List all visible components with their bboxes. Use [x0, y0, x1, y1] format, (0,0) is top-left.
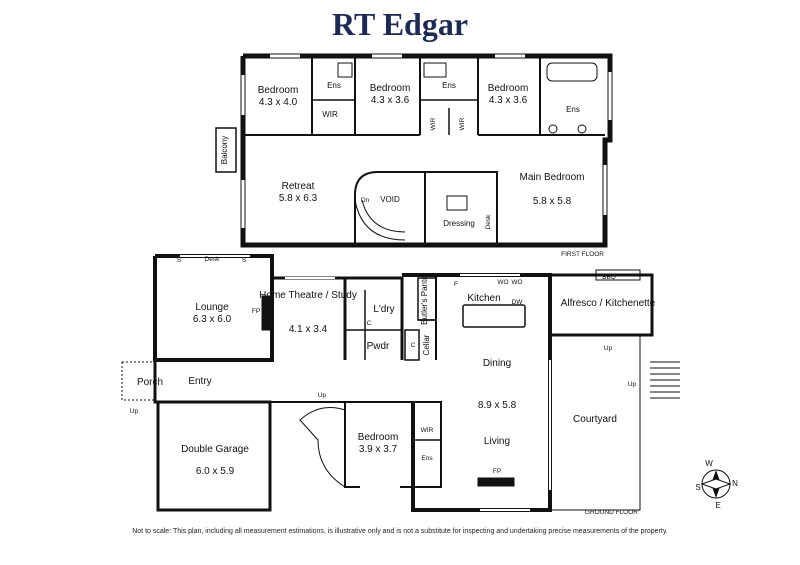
- compass-e: E: [715, 501, 720, 510]
- compass-n: N: [732, 479, 738, 488]
- label-wir-1: WIR: [322, 110, 338, 119]
- compass-s: S: [695, 483, 700, 492]
- room-ground-bedroom-size: 3.9 x 3.7: [359, 444, 398, 455]
- label-wir-2: WIR: [430, 117, 437, 130]
- label-alfresco: Alfresco / Kitchenette: [561, 298, 656, 309]
- room-theatre-name: Home Theatre / Study: [259, 290, 357, 301]
- room-lounge-size: 6.3 x 6.0: [193, 314, 232, 325]
- label-up-2: Up: [628, 381, 637, 388]
- label-s-2: S: [242, 257, 247, 264]
- ground-floor-labels: Lounge 6.3 x 6.0 Home Theatre / Study 4.…: [130, 256, 656, 516]
- label-ground-floor: GROUND FLOOR: [585, 509, 638, 516]
- label-porch: Porch: [137, 377, 163, 388]
- room-bedroom-2-name: Bedroom: [370, 83, 411, 94]
- room-lounge-name: Lounge: [195, 302, 229, 313]
- room-theatre-size: 4.1 x 3.4: [289, 324, 328, 335]
- label-void: VOID: [380, 195, 400, 204]
- label-wir-3: WIR: [459, 117, 466, 130]
- room-ground-bedroom-name: Bedroom: [358, 432, 399, 443]
- first-floor-labels: Bedroom 4.3 x 4.0 Bedroom 4.3 x 3.6 Bedr…: [220, 81, 604, 258]
- room-bedroom-1-name: Bedroom: [258, 85, 299, 96]
- room-garage-name: Double Garage: [181, 444, 249, 455]
- label-living: Living: [484, 436, 510, 447]
- label-s-1: S: [177, 257, 182, 264]
- label-entry: Entry: [188, 376, 211, 387]
- label-ens-2: Ens: [442, 81, 456, 90]
- disclaimer-text: Not to scale: This plan, including all m…: [132, 528, 668, 535]
- label-courtyard: Courtyard: [573, 414, 617, 425]
- label-wo-1: WO: [497, 279, 508, 286]
- label-fp-2: FP: [493, 468, 501, 475]
- label-ens-1: Ens: [327, 81, 341, 90]
- room-garage-size: 6.0 x 5.9: [196, 466, 235, 477]
- label-first-floor: FIRST FLOOR: [561, 251, 604, 258]
- label-bbq: BBQ: [602, 274, 616, 281]
- room-main-bedroom-name: Main Bedroom: [519, 172, 584, 183]
- room-main-bedroom-size: 5.8 x 5.8: [533, 196, 572, 207]
- label-up-3: Up: [318, 392, 327, 399]
- label-dn: Dn: [361, 197, 370, 204]
- label-balcony: Balcony: [220, 136, 229, 164]
- label-dressing: Dressing: [443, 219, 475, 228]
- room-retreat-size: 5.8 x 6.3: [279, 193, 318, 204]
- compass: W N S E: [695, 459, 738, 510]
- ground-floor: [121, 254, 680, 512]
- room-bedroom-3-name: Bedroom: [488, 83, 529, 94]
- room-bedroom-3-size: 4.3 x 3.6: [489, 95, 528, 106]
- room-bedroom-1-size: 4.3 x 4.0: [259, 97, 298, 108]
- label-ens-4: Ens: [421, 455, 433, 462]
- room-dining-size: 8.9 x 5.8: [478, 400, 517, 411]
- label-pwdr: Pwdr: [367, 341, 390, 352]
- room-dining-name: Dining: [483, 358, 511, 369]
- label-up-1: Up: [604, 345, 613, 352]
- label-kitchen: Kitchen: [467, 293, 500, 304]
- label-c-1: C: [367, 320, 372, 327]
- label-c-2: C: [411, 342, 416, 349]
- brand-logo: RT Edgar: [331, 6, 469, 42]
- label-dw: DW: [512, 299, 524, 306]
- first-floor: [215, 53, 613, 248]
- label-f: F: [454, 281, 458, 288]
- label-up-4: Up: [130, 408, 139, 415]
- label-wo-2: WO: [511, 279, 522, 286]
- label-ldry: L'dry: [373, 304, 394, 315]
- label-fp-1: FP: [252, 308, 260, 315]
- label-wir-4: WIR: [421, 427, 434, 434]
- room-bedroom-2-size: 4.3 x 3.6: [371, 95, 410, 106]
- room-retreat-name: Retreat: [282, 181, 315, 192]
- compass-w: W: [705, 459, 713, 468]
- label-cellar: Cellar: [422, 334, 431, 355]
- label-butlers-pantry: Butler's Pantry: [420, 273, 429, 325]
- label-desk-1: Desk: [485, 214, 492, 230]
- label-desk-2: Desk: [205, 256, 221, 263]
- label-ens-3: Ens: [566, 105, 580, 114]
